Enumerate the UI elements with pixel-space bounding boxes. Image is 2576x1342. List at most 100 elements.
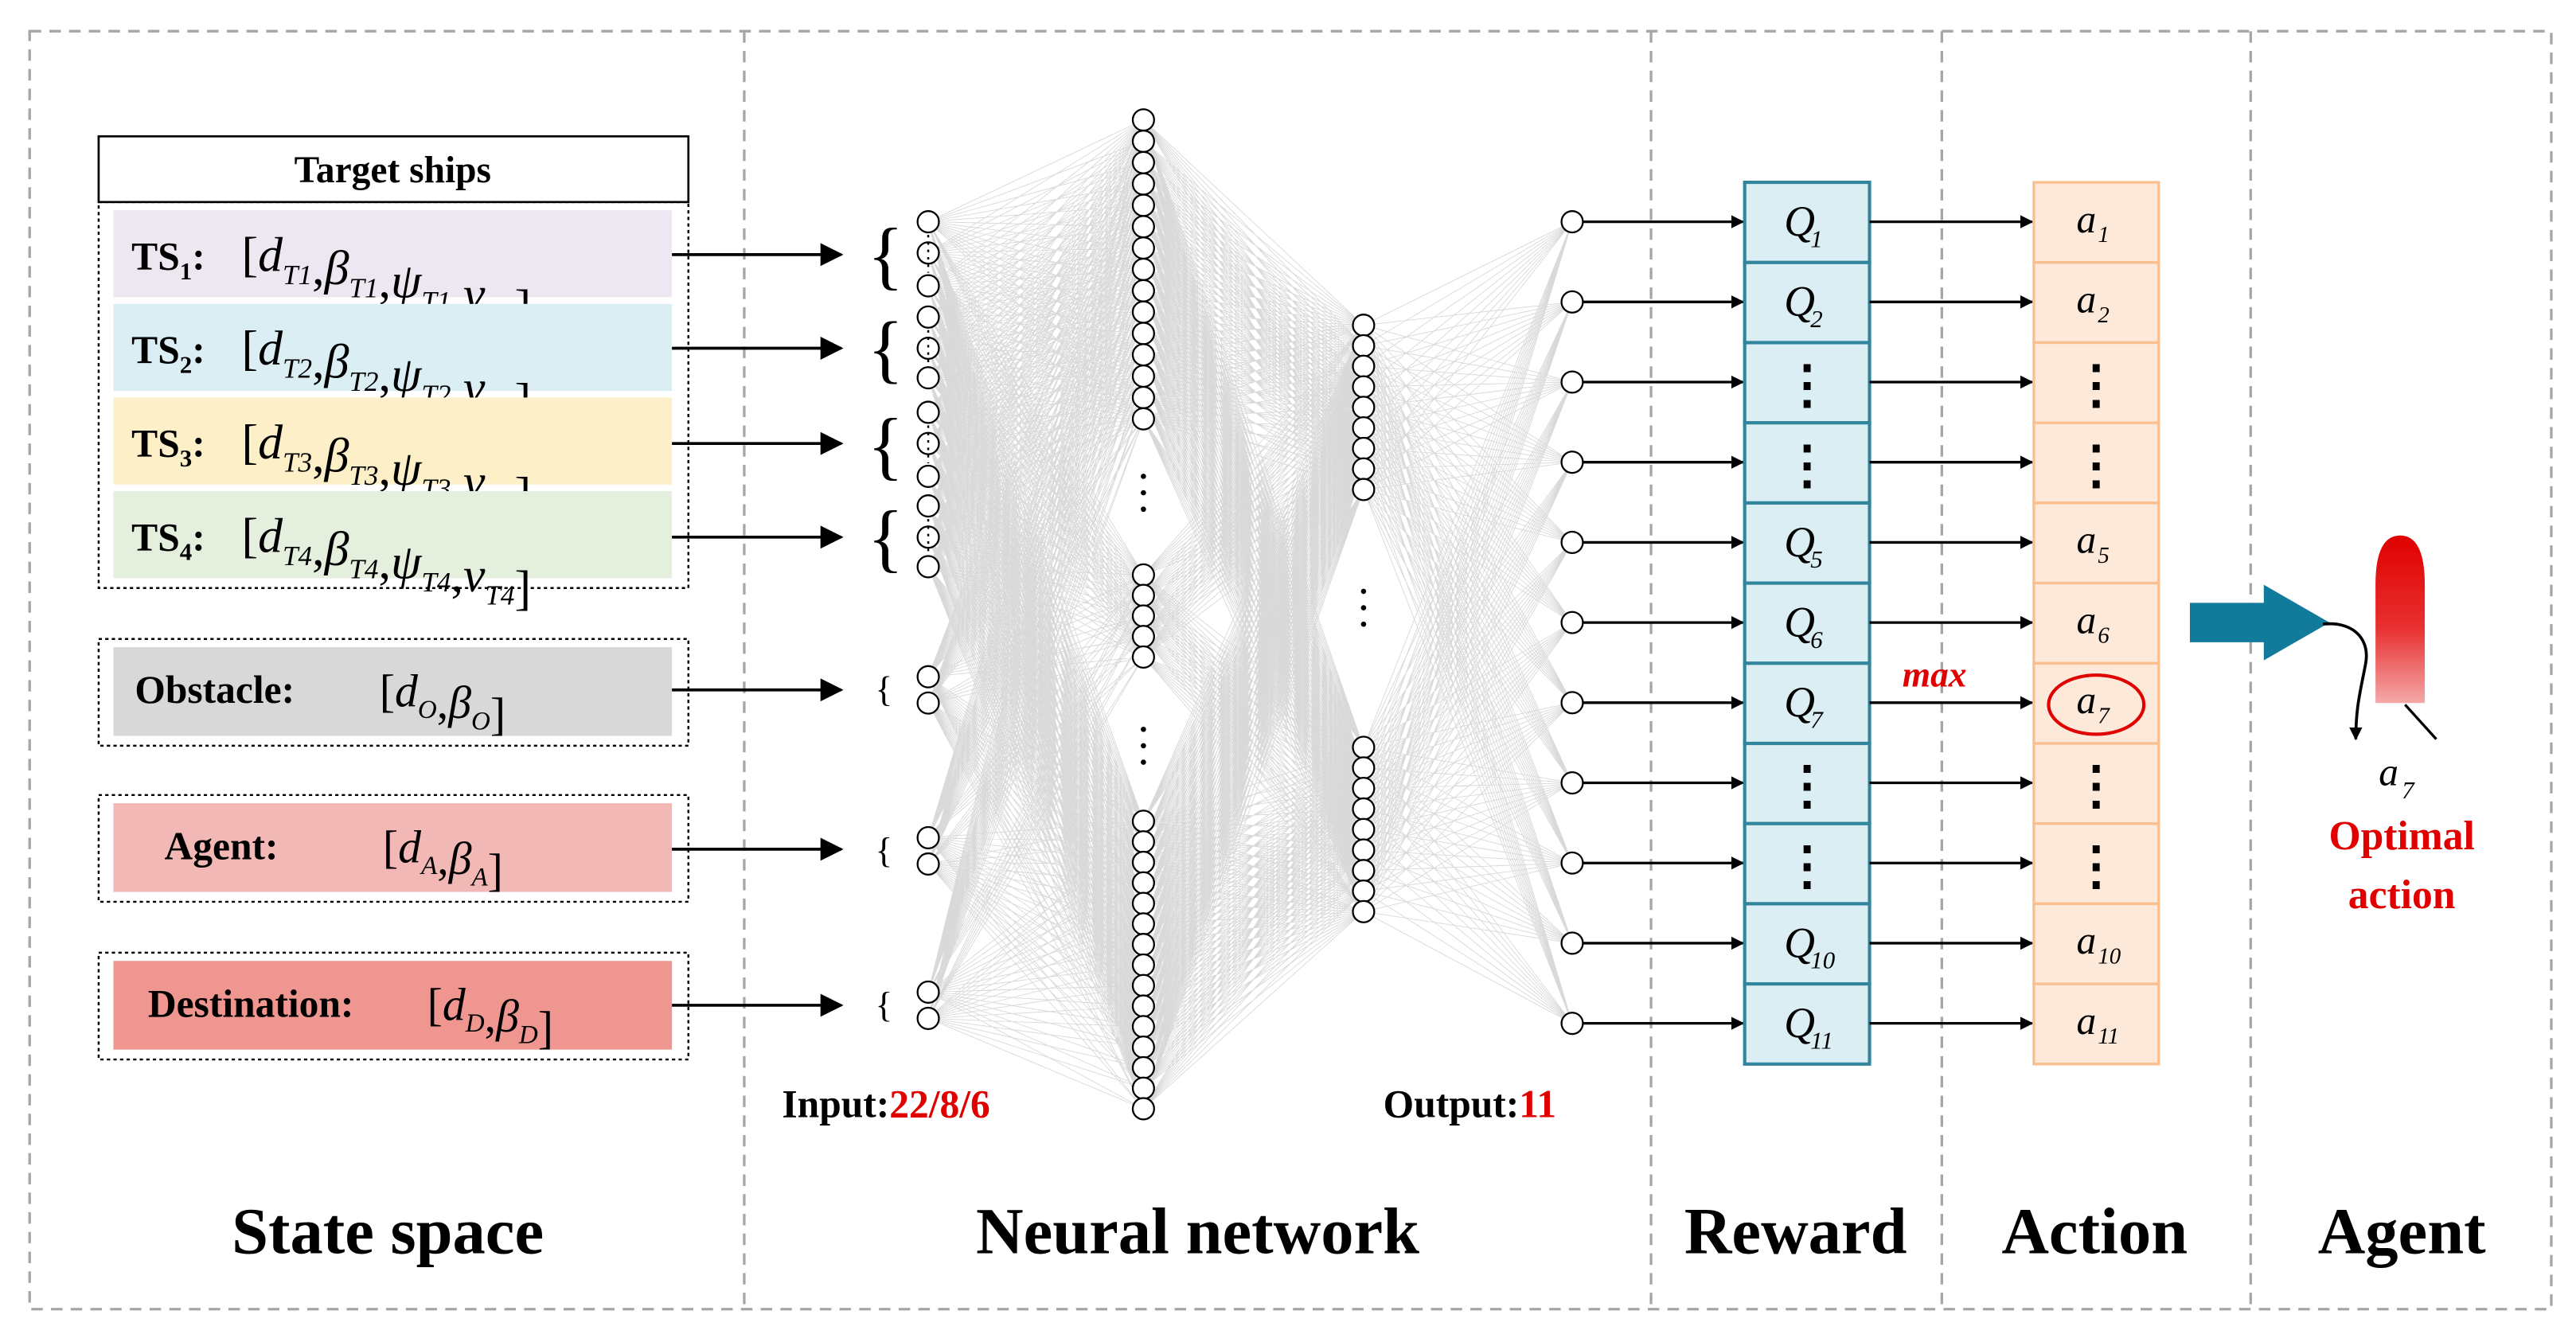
- ts-index: 2: [180, 350, 192, 378]
- action-ellipsis: ⋮: [2070, 837, 2122, 895]
- input-node: [916, 691, 940, 715]
- input-brace: {: [868, 495, 904, 579]
- input-node: [916, 494, 940, 518]
- state-fill: [113, 803, 673, 892]
- hidden2-node: [1352, 859, 1376, 883]
- state-variable: β: [448, 834, 472, 884]
- state-variable: d: [258, 322, 283, 376]
- q-index: 1: [1810, 224, 1822, 252]
- q-to-action-arrows: [1869, 215, 2034, 1030]
- hidden1-node: [1131, 300, 1155, 324]
- state-variable: β: [324, 428, 349, 482]
- ts-name: TS: [131, 422, 180, 466]
- state-variable: β: [495, 992, 519, 1042]
- ts-index: 3: [180, 444, 192, 472]
- output-node: [1560, 851, 1584, 875]
- state-variable-sub: O: [471, 707, 490, 735]
- bracket: ]: [488, 845, 503, 895]
- state-variable: d: [443, 981, 466, 1031]
- input-brace: {: [875, 985, 892, 1024]
- output-node: [1560, 1012, 1584, 1036]
- q-symbol: Q: [1784, 999, 1815, 1047]
- outer-frame: [28, 29, 2553, 1311]
- state-vector: [dA,βA]: [383, 822, 503, 895]
- hidden1-node: [1131, 1097, 1155, 1121]
- hidden2-node: [1352, 354, 1376, 378]
- state-row-obstacle: Obstacle:[dO,βO]: [97, 638, 690, 747]
- q-cell: [1743, 181, 1872, 264]
- action-symbol: a: [2077, 919, 2097, 962]
- ts-name: TS: [131, 515, 180, 559]
- hidden1-node: [1131, 257, 1155, 281]
- hidden2-node: [1352, 879, 1376, 903]
- state-variable-sub: D: [518, 1020, 538, 1049]
- state-variable: β: [324, 522, 349, 576]
- ts-index: 4: [180, 538, 192, 566]
- state-vector: [dT4,βT4,ψT4,vT4]: [241, 509, 531, 615]
- state-variable-sub: A: [420, 852, 438, 880]
- output-node: [1560, 691, 1584, 715]
- state-vector: [dT1,βT1,ψT1,vT1]: [241, 228, 531, 335]
- q-cell: [1743, 741, 1872, 825]
- hidden1-node: [1131, 343, 1155, 367]
- state-fill: [113, 647, 673, 736]
- action-index: 2: [2098, 302, 2109, 328]
- q-ellipsis: ⋮: [1781, 757, 1833, 815]
- state-variable-sub: T4: [421, 567, 451, 598]
- input-node: [916, 555, 940, 579]
- hidden1-node: [1131, 604, 1155, 628]
- input-node: [916, 366, 940, 390]
- input-label: Input:22/8/6: [782, 1082, 989, 1125]
- target-ship-row-1: TS1: [dT1,βT1,ψT1,vT1]: [113, 210, 673, 335]
- input-brace: {: [868, 403, 904, 487]
- q-ellipsis: ⋮: [1781, 436, 1833, 494]
- bracket: [: [241, 415, 258, 470]
- bracket: [: [427, 981, 443, 1031]
- state-variable-sub: T2: [349, 366, 378, 397]
- action-ellipsis: ⋮: [2070, 436, 2122, 494]
- action-cell: [2032, 341, 2160, 424]
- hidden2-node: [1352, 817, 1376, 841]
- hidden1-node: [1131, 973, 1155, 997]
- output-node: [1560, 530, 1584, 554]
- hidden1-node: [1131, 891, 1155, 915]
- target-ship-row-2: TS2:[dT2,βT2,ψT2,vT2]: [113, 303, 673, 428]
- action-index: 5: [2098, 543, 2109, 568]
- hidden2-node: [1352, 797, 1376, 821]
- state-variable-sub: T2: [283, 353, 312, 384]
- section-title-reward: Reward: [1684, 1195, 1907, 1268]
- agent-action-symbol: a 7: [2379, 750, 2415, 804]
- action-symbol: a: [2077, 598, 2097, 642]
- input-node: [916, 241, 940, 265]
- q-symbol: Q: [1784, 919, 1815, 966]
- optimal-action-caption-2: action: [2348, 872, 2456, 918]
- action-cell: [2032, 421, 2160, 505]
- ts-colon: :: [192, 422, 205, 466]
- hidden1-node: [1131, 933, 1155, 957]
- output-node: [1560, 931, 1584, 955]
- q-index: 11: [1810, 1026, 1833, 1054]
- input-brace: {: [875, 669, 892, 709]
- comma: ,: [451, 548, 463, 603]
- state-variable-sub: A: [470, 863, 488, 891]
- network-edge-bundle: [927, 119, 1573, 1110]
- layer-ellipsis-dot: [1141, 474, 1146, 479]
- section-title-neural-network: Neural network: [976, 1195, 1419, 1268]
- state-variable: β: [447, 678, 471, 728]
- comma: ,: [312, 522, 324, 576]
- state-variable: d: [258, 228, 283, 283]
- q-symbol: Q: [1784, 197, 1815, 245]
- hidden1-node: [1131, 193, 1155, 217]
- action-cell: [2032, 982, 2160, 1066]
- state-vector: [dD,βD]: [427, 981, 553, 1054]
- target-ship-label: TS1:: [131, 234, 205, 284]
- q-cell: [1743, 581, 1872, 665]
- output-node: [1560, 210, 1584, 234]
- input-node: [916, 525, 940, 549]
- bracket: [: [241, 322, 258, 376]
- action-index: 10: [2098, 944, 2121, 969]
- hidden2-node: [1352, 478, 1376, 501]
- q-ellipsis: ⋮: [1781, 837, 1833, 895]
- bracket: ]: [538, 1003, 553, 1053]
